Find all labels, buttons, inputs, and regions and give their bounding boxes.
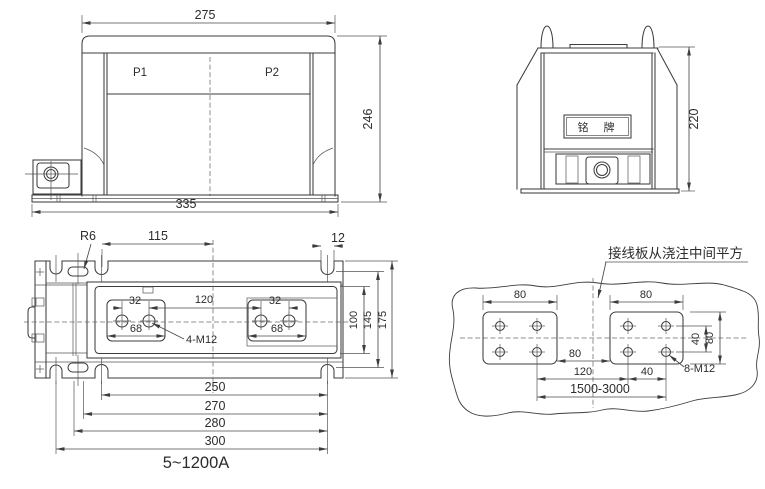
nameplate-label: 铭 牌 <box>578 120 617 134</box>
lifting-hook-right <box>641 25 655 49</box>
dim-120-top-label: 120 <box>195 294 213 306</box>
bolt-bottom <box>31 333 45 343</box>
detail-pad-right <box>609 311 684 365</box>
callout-8-m12: 8-M12 <box>668 354 715 375</box>
dim-275-label: 275 <box>195 8 216 22</box>
resin-body <box>86 281 342 359</box>
mounting-slot-top <box>67 266 89 277</box>
dim-246-label: 246 <box>361 109 375 130</box>
8-m12-label: 8-M12 <box>684 363 715 375</box>
dim-68-left-label: 68 <box>130 323 142 335</box>
dim-68-left: 68 <box>107 323 165 338</box>
dim-80-pad-right: 80 <box>609 289 684 310</box>
dim-175-label: 175 <box>377 311 389 329</box>
terminal-pad-left <box>106 299 166 342</box>
detail-pad-left <box>482 311 558 365</box>
dim-250: 250 <box>101 380 328 454</box>
detail-note-callout: 接线板从浇注中间平方 <box>597 245 748 299</box>
dim-height-246: 246 <box>337 35 387 203</box>
dim-80-vertical: 80 <box>690 311 726 365</box>
side-body-outline <box>516 25 680 194</box>
dim-40-bottom-label: 40 <box>641 366 653 378</box>
dim-80-vertical-label: 80 <box>704 332 716 344</box>
dim-120-detail-label: 120 <box>574 366 592 378</box>
top-view: R6 115 12 32 120 <box>24 229 398 472</box>
cable-gland <box>593 161 611 179</box>
dim-32-right-label: 32 <box>269 295 281 307</box>
dim-40-vertical-label: 40 <box>690 333 702 345</box>
callout-4-m12: 4-M12 <box>151 322 217 346</box>
dim-120-top: 120 <box>149 294 261 310</box>
nameplate: 铭 牌 <box>563 114 632 139</box>
detail-holes <box>492 318 674 360</box>
dim-80-right-label: 80 <box>640 289 652 301</box>
top-body-block <box>24 240 352 393</box>
dim-115: 115 <box>101 229 213 267</box>
mounting-slot-bottom <box>67 362 89 373</box>
dim-250-label: 250 <box>205 380 226 394</box>
secondary-terminal-box <box>555 153 651 185</box>
dim-100: 100 <box>340 286 370 354</box>
dim-175: 175 <box>345 260 398 379</box>
dim-32-left-label: 32 <box>129 295 141 307</box>
dim-270: 270 <box>83 381 328 419</box>
dim-220-label: 220 <box>687 109 701 130</box>
terminal-p1-label: P1 <box>133 67 147 79</box>
side-view: 铭 牌 220 <box>516 25 701 194</box>
dim-120-detail: 120 <box>536 360 629 401</box>
nameplate-box <box>563 114 632 139</box>
front-primary-bushing <box>25 159 82 200</box>
terminal-detail-view: 接线板从浇注中间平方 80 80 80 120 <box>448 245 760 417</box>
side-base-plate <box>520 188 680 194</box>
dim-270-label: 270 <box>205 399 226 413</box>
bolt-top <box>31 297 45 307</box>
terminal-holes <box>113 312 298 330</box>
base-plate-outline <box>34 260 344 379</box>
dim-40-vertical: 40 <box>676 325 712 353</box>
dim-top-width-275: 275 <box>81 8 336 33</box>
front-shell <box>81 35 336 197</box>
4-m12-label: 4-M12 <box>186 334 217 346</box>
dim-145: 145 <box>336 271 384 368</box>
rating-caption: 5~1200A <box>163 454 230 472</box>
dim-300: 300 <box>55 381 328 454</box>
front-body-outline <box>81 35 336 197</box>
detail-note-label: 接线板从浇注中间平方 <box>608 245 743 261</box>
front-view: P1 P2 275 246 335 <box>25 8 387 217</box>
front-base-plate <box>31 194 339 203</box>
dim-280: 280 <box>73 381 328 436</box>
terminal-pad-right <box>247 299 307 342</box>
dim-12: 12 <box>312 231 345 267</box>
dim-335-label: 335 <box>176 197 197 211</box>
dim-span-range-label: 1500-3000 <box>570 382 630 396</box>
dim-side-height-220: 220 <box>659 46 701 192</box>
dim-68-right-label: 68 <box>271 323 283 335</box>
lifting-hook-left <box>540 25 554 49</box>
terminal-p2-label: P2 <box>265 67 279 79</box>
dim-80-gap-label: 80 <box>569 348 581 360</box>
dim-base-width-335: 335 <box>31 197 339 217</box>
dim-40-bottom: 40 <box>628 360 667 401</box>
dim-100-label: 100 <box>348 311 360 329</box>
dim-68-right: 68 <box>248 323 306 338</box>
r6-label: R6 <box>80 229 96 243</box>
dim-145-label: 145 <box>362 311 374 329</box>
dim-32-right: 32 <box>252 295 298 313</box>
side-tab <box>27 306 36 339</box>
bushing-box <box>32 159 82 195</box>
broken-view-blob <box>448 281 760 417</box>
top-marker <box>142 286 154 294</box>
dim-80-gap: 80 <box>557 348 610 363</box>
callout-r6: R6 <box>80 229 96 270</box>
dim-300-label: 300 <box>205 434 226 448</box>
dim-115-label: 115 <box>148 229 168 243</box>
dim-280-label: 280 <box>205 416 226 430</box>
dim-80-left-label: 80 <box>514 289 526 301</box>
dim-span-range: 1500-3000 <box>537 382 666 399</box>
dim-12-label: 12 <box>331 231 345 245</box>
dim-80-pad-left: 80 <box>482 289 558 310</box>
